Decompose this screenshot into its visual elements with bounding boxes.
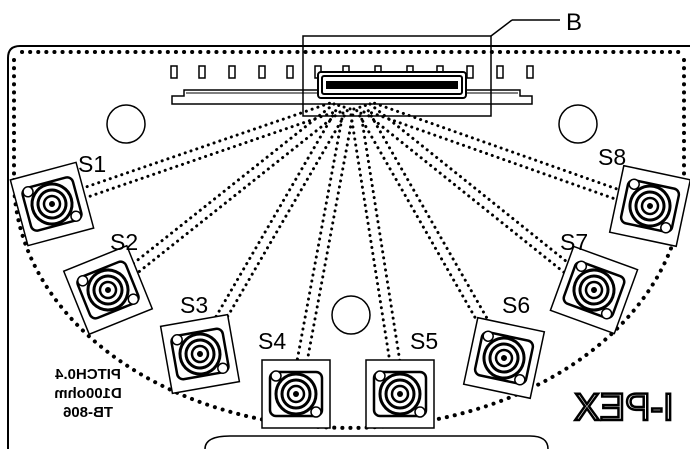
- trace: [289, 105, 346, 395]
- callout-label: B: [566, 9, 582, 36]
- port-pin: [105, 287, 111, 293]
- sma-port-s1: [9, 161, 95, 247]
- port-pin: [591, 287, 597, 293]
- sma-port-s5: [365, 359, 435, 429]
- logo: I-PEX: [573, 386, 675, 431]
- trace: [52, 111, 335, 211]
- logo-text: I-PEX: [574, 387, 673, 429]
- port-pin: [197, 351, 203, 357]
- pad: [228, 65, 236, 79]
- sma-port-s8: [608, 164, 690, 248]
- port-pin: [293, 391, 299, 397]
- sma-port-s7: [549, 245, 639, 335]
- trace: [363, 103, 510, 357]
- mounting-hole: [558, 104, 598, 144]
- pad: [466, 65, 474, 79]
- callout-leader: [490, 19, 513, 37]
- flange-hole: [217, 362, 229, 375]
- trace: [358, 105, 407, 395]
- perimeter-vias: [12, 50, 686, 430]
- traces: [48, 101, 654, 397]
- pad-row: [170, 65, 534, 79]
- flange-hole: [310, 406, 322, 418]
- flange-hole: [171, 333, 183, 346]
- sma-port-s2: [62, 244, 154, 336]
- trace: [194, 103, 341, 353]
- mounting-hole: [331, 295, 371, 335]
- connector: [317, 71, 467, 99]
- flange-hole: [374, 370, 386, 382]
- port-pin: [49, 201, 55, 207]
- flange-hole: [660, 222, 672, 234]
- flange-hole: [482, 330, 494, 342]
- flange-hole: [270, 370, 282, 382]
- port-label-s2: S2: [110, 229, 138, 255]
- trace: [369, 111, 650, 213]
- port-pin: [397, 391, 403, 397]
- trace: [103, 102, 336, 288]
- pad: [258, 65, 266, 79]
- flange-hole: [600, 308, 613, 320]
- trace: [48, 101, 331, 201]
- port-label-s4: S4: [258, 328, 286, 354]
- flange-hole: [414, 406, 426, 418]
- cable-outline: [204, 435, 549, 449]
- flange-hole: [628, 178, 640, 190]
- trace: [355, 109, 502, 363]
- sma-port-s4: [261, 359, 331, 429]
- flange-hole: [575, 260, 588, 272]
- pad: [496, 65, 504, 79]
- port-pin: [647, 203, 653, 209]
- flange-hole: [127, 293, 140, 305]
- port-label-s6: S6: [502, 292, 530, 318]
- flange-hole: [70, 210, 82, 222]
- pad: [170, 65, 178, 79]
- pad: [526, 65, 534, 79]
- trace: [368, 102, 599, 288]
- silkscreen-pitch: PITCH0.4: [54, 366, 121, 383]
- sma-port-s6: [462, 316, 546, 400]
- trace: [109, 110, 342, 296]
- sma-port-s3: [159, 313, 241, 395]
- port-label-s1: S1: [78, 151, 106, 177]
- port-label-s7: S7: [560, 229, 588, 255]
- silkscreen-block: PITCH0.4 D100ohm TB-806: [54, 366, 122, 421]
- flange-hole: [514, 374, 526, 386]
- port-pin: [501, 355, 507, 361]
- silkscreen-model: TB-806: [63, 404, 113, 421]
- flange-hole: [22, 186, 34, 198]
- port-label-s8: S8: [598, 144, 626, 170]
- callout-box: [302, 35, 492, 117]
- trace: [373, 101, 654, 203]
- pad: [286, 65, 294, 79]
- board-outline: [7, 45, 690, 449]
- mounting-hole: [106, 104, 146, 144]
- trace: [299, 107, 356, 397]
- port-label-s3: S3: [180, 292, 208, 318]
- trace: [348, 107, 397, 397]
- flange-hole: [76, 275, 89, 287]
- silkscreen-impedance: D100ohm: [54, 385, 122, 402]
- ports: [9, 161, 690, 429]
- trace: [362, 110, 593, 296]
- port-label-s5: S5: [410, 328, 438, 354]
- pad: [198, 65, 206, 79]
